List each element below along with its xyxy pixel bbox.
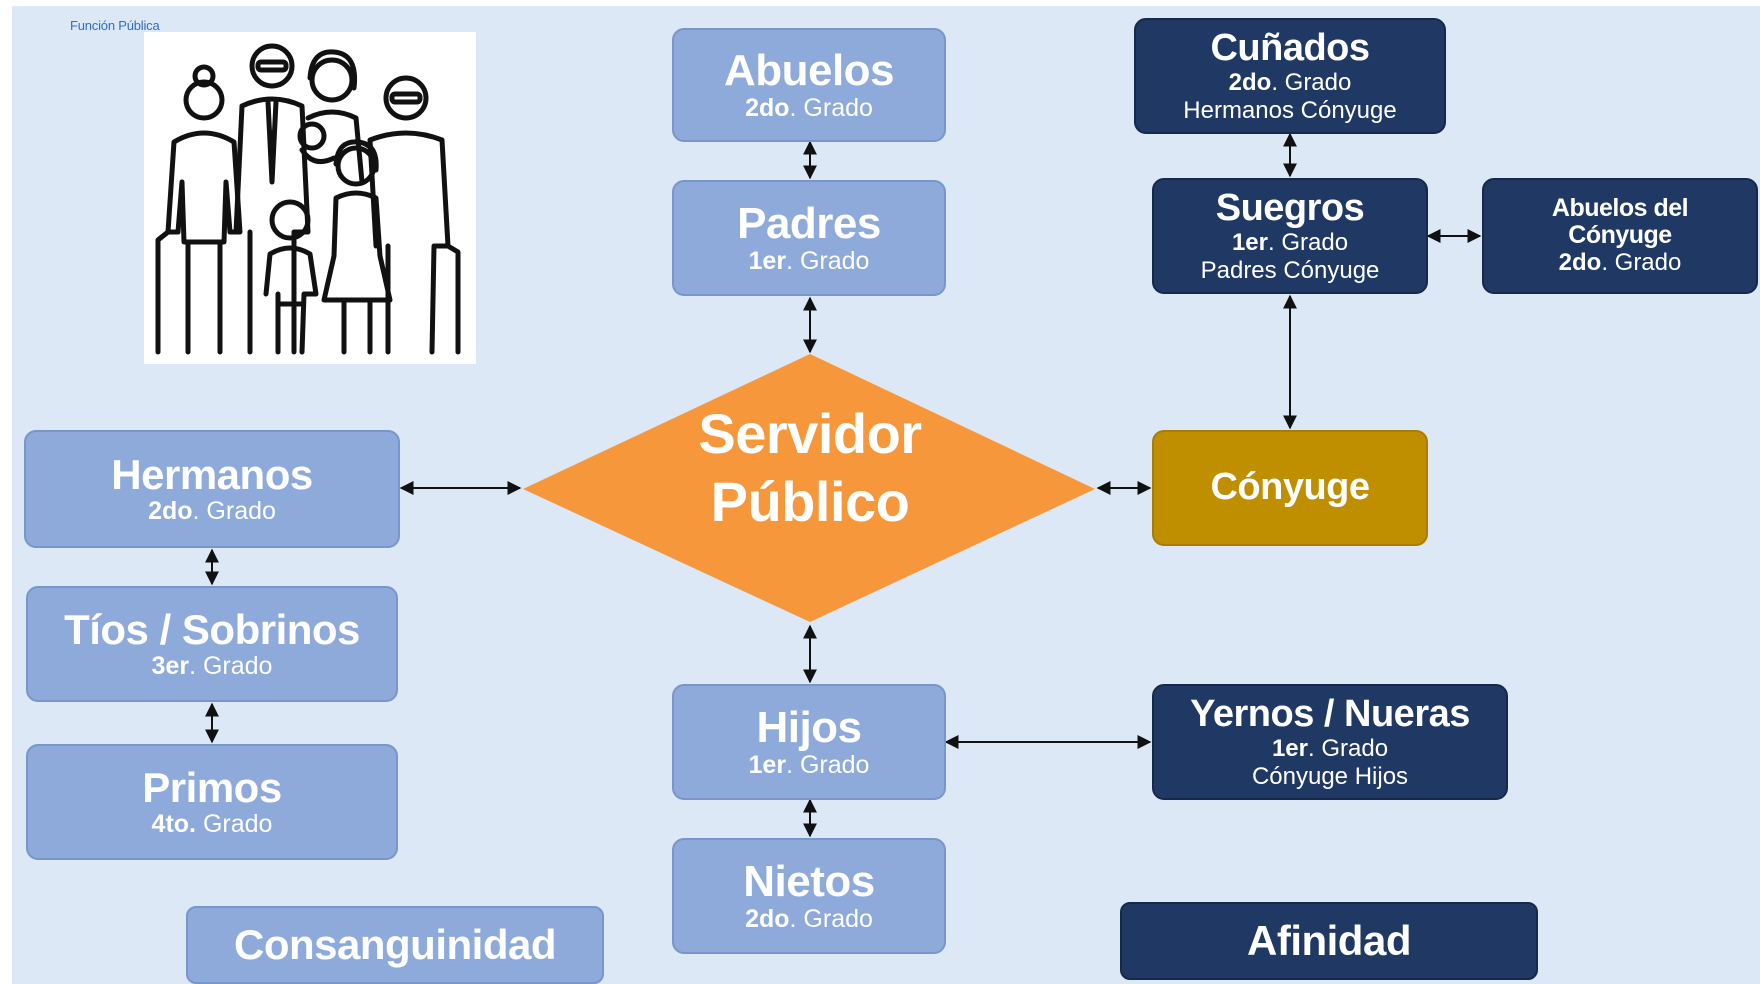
node-tios-sobrinos: Tíos / Sobrinos 3er. Grado (26, 586, 398, 702)
node-padres-degree: 1er. Grado (748, 247, 870, 276)
node-nietos: Nietos 2do. Grado (672, 838, 946, 954)
header-label: Función Pública (70, 18, 160, 33)
node-tios-sobrinos-degree: 3er. Grado (151, 652, 273, 681)
node-padres-title: Padres (737, 198, 881, 248)
node-nietos-degree: 2do. Grado (745, 905, 873, 934)
center-line2: Público (710, 470, 910, 534)
center-diamond-shape (523, 354, 1095, 622)
node-suegros: Suegros 1er. Grado Padres Cónyuge (1152, 178, 1428, 294)
center-line1: Servidor (698, 402, 922, 465)
node-primos-title: Primos (142, 763, 282, 811)
node-hermanos-title: Hermanos (111, 450, 313, 498)
node-hermanos-degree: 2do. Grado (148, 497, 276, 526)
node-primos: Primos 4to. Grado (26, 744, 398, 860)
legend-afinidad: Afinidad (1120, 902, 1538, 980)
node-conyuge-title: Cónyuge (1210, 466, 1370, 509)
node-suegros-degree: 1er. Grado (1231, 228, 1349, 256)
node-yernos-nueras-title: Yernos / Nueras (1190, 692, 1470, 735)
family-group-icon (144, 32, 476, 364)
node-abuelos-conyuge-degree: 2do. Grado (1558, 249, 1682, 277)
node-abuelos-conyuge-title2: Cónyuge (1568, 221, 1672, 250)
node-nietos-title: Nietos (743, 856, 875, 906)
node-tios-sobrinos-title: Tíos / Sobrinos (64, 605, 360, 653)
node-abuelos-title: Abuelos (723, 45, 895, 95)
node-yernos-nueras: Yernos / Nueras 1er. Grado Cónyuge Hijos (1152, 684, 1508, 800)
node-yernos-nueras-note: Cónyuge Hijos (1251, 762, 1409, 790)
node-cunados-title: Cuñados (1210, 26, 1370, 69)
legend-afinidad-label: Afinidad (1247, 917, 1411, 965)
node-hermanos: Hermanos 2do. Grado (24, 430, 400, 548)
node-suegros-title: Suegros (1215, 186, 1365, 229)
node-padres: Padres 1er. Grado (672, 180, 946, 296)
legend-consanguinidad-label: Consanguinidad (234, 921, 557, 969)
node-yernos-nueras-degree: 1er. Grado (1271, 734, 1389, 762)
node-abuelos: Abuelos 2do. Grado (672, 28, 946, 142)
node-hijos: Hijos 1er. Grado (672, 684, 946, 800)
node-cunados: Cuñados 2do. Grado Hermanos Cónyuge (1134, 18, 1446, 134)
node-hijos-degree: 1er. Grado (748, 751, 870, 780)
node-cunados-note: Hermanos Cónyuge (1183, 96, 1397, 124)
node-conyuge: Cónyuge (1152, 430, 1428, 546)
node-abuelos-conyuge-title1: Abuelos del (1551, 194, 1689, 223)
node-suegros-note: Padres Cónyuge (1200, 256, 1380, 284)
node-primos-degree: 4to. Grado (151, 810, 273, 839)
node-hijos-title: Hijos (756, 702, 862, 752)
node-abuelos-degree: 2do. Grado (745, 94, 873, 123)
legend-consanguinidad: Consanguinidad (186, 906, 604, 984)
node-abuelos-conyuge: Abuelos del Cónyuge 2do. Grado (1482, 178, 1758, 294)
center-diamond: Servidor Público (570, 400, 1050, 537)
node-cunados-degree: 2do. Grado (1228, 68, 1352, 96)
